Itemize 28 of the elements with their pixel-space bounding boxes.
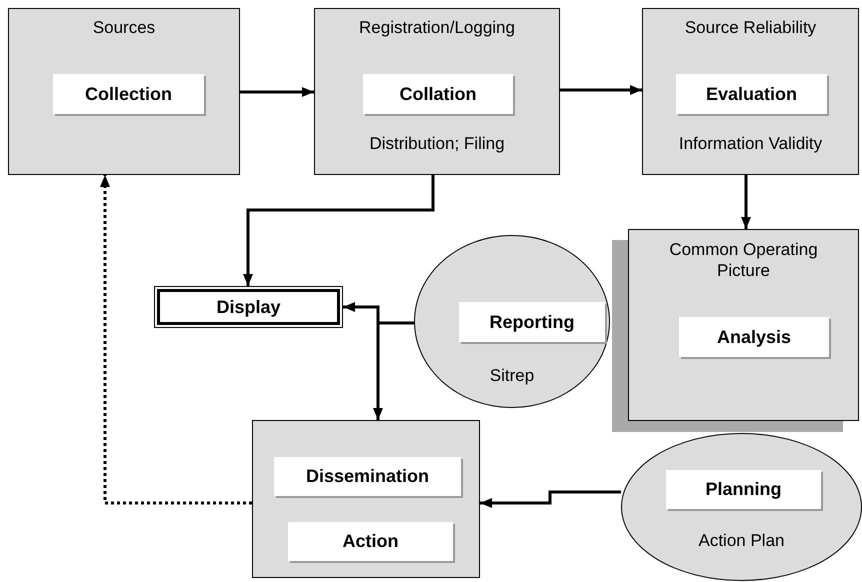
step-label: Dissemination bbox=[274, 457, 461, 496]
arrow bbox=[240, 87, 314, 97]
dotted-arrow bbox=[100, 175, 252, 504]
box-heading: Sitrep bbox=[488, 365, 536, 386]
step-label: Collation bbox=[363, 74, 513, 114]
display-box: Display bbox=[157, 289, 340, 325]
arrow bbox=[560, 85, 642, 95]
arrow bbox=[480, 490, 621, 508]
box-subtext: Information Validity bbox=[678, 133, 824, 154]
box-heading: Source Reliability bbox=[684, 17, 818, 38]
step-label: Analysis bbox=[679, 317, 829, 357]
step-label: Planning bbox=[666, 470, 821, 509]
arrow bbox=[741, 175, 751, 229]
box-heading: Sources bbox=[92, 17, 156, 38]
step-label: Action bbox=[288, 522, 453, 561]
arrow bbox=[373, 322, 414, 420]
process-box bbox=[314, 8, 560, 175]
step-label: Evaluation bbox=[676, 74, 827, 114]
arrow bbox=[243, 175, 434, 286]
process-box bbox=[252, 420, 480, 578]
process-box bbox=[8, 8, 240, 175]
box-heading: Action Plan bbox=[698, 530, 786, 551]
box-subtext: Distribution; Filing bbox=[368, 133, 506, 154]
process-box bbox=[642, 8, 859, 175]
box-heading: Common Operating Picture bbox=[668, 239, 819, 281]
step-label: Reporting bbox=[459, 302, 605, 342]
box-heading: Registration/Logging bbox=[358, 17, 516, 38]
step-label: Collection bbox=[53, 74, 204, 114]
